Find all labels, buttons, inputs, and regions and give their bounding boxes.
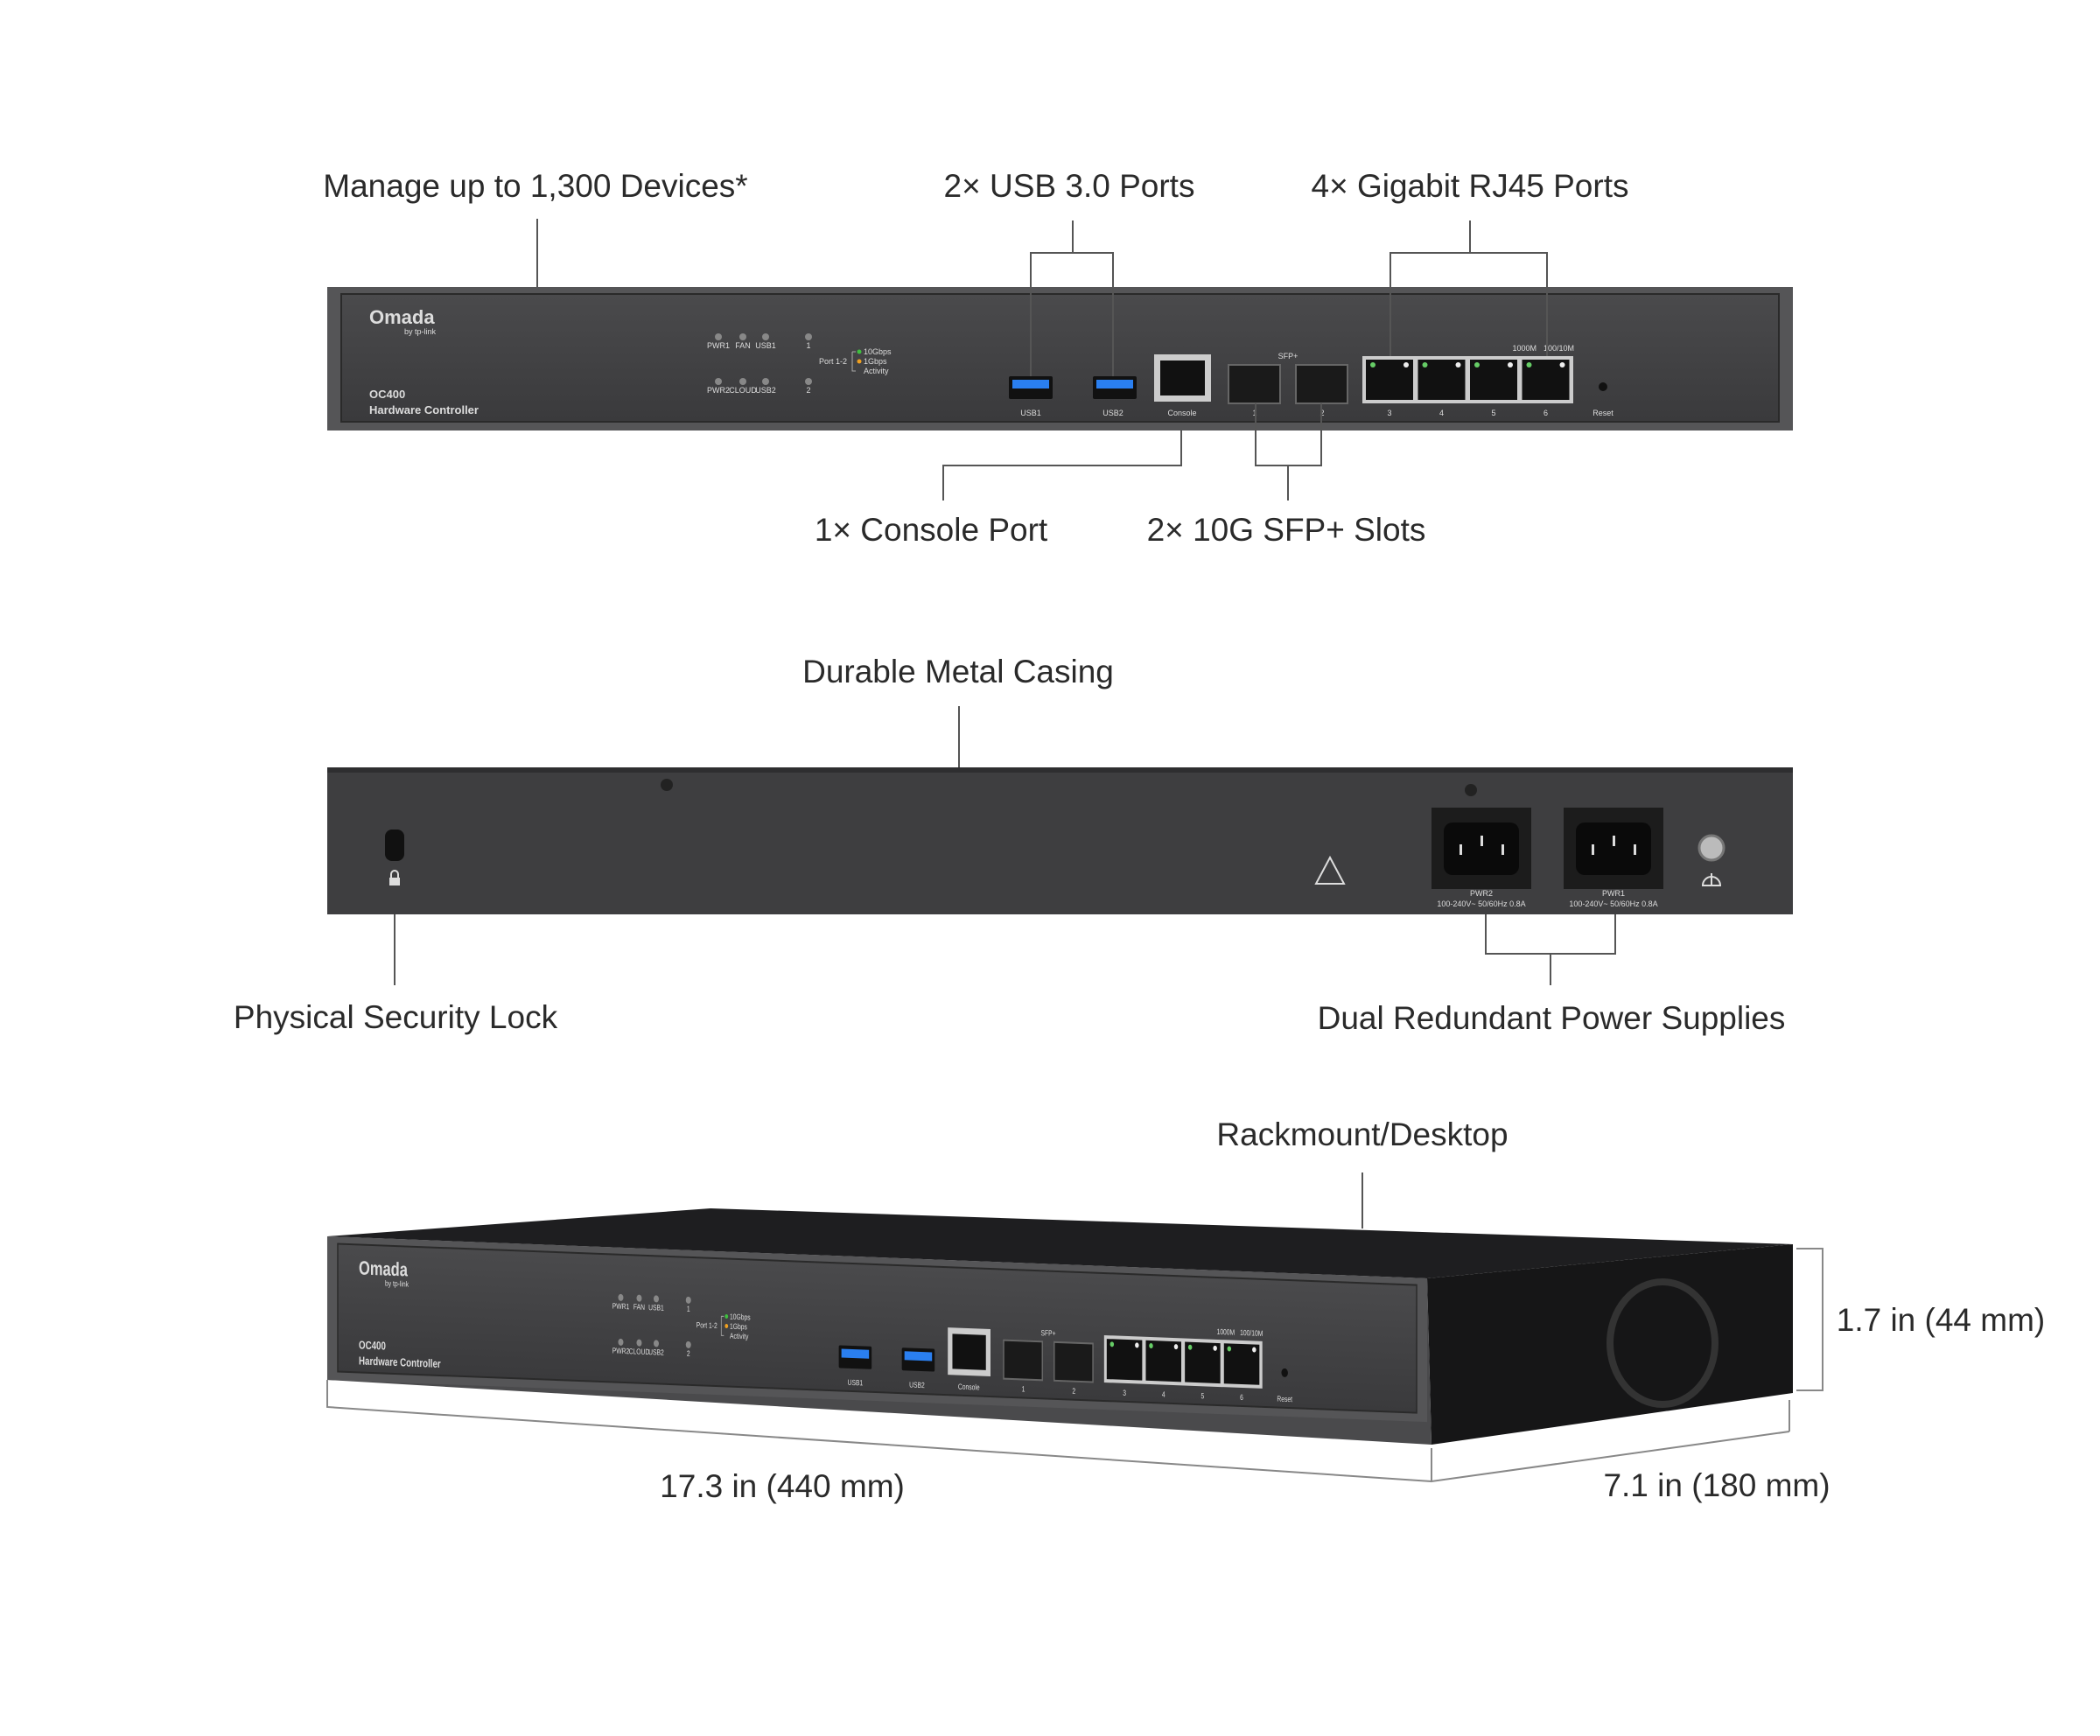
screw-icon <box>1465 784 1477 796</box>
warning-icon <box>1314 855 1346 885</box>
legend-1g: 1Gbps <box>864 357 887 366</box>
legend-1g-dot <box>857 359 862 364</box>
led-indicator <box>762 378 769 385</box>
label-depth: 7.1 in (180 mm) <box>1603 1467 1830 1503</box>
led-indicator <box>739 378 746 385</box>
reset-label: Reset <box>1592 409 1614 417</box>
rj45-port-label: 4 <box>1439 409 1444 417</box>
leader-lines <box>326 219 1824 1483</box>
label-security-lock: Physical Security Lock <box>233 999 558 1035</box>
label-rackmount: Rackmount/Desktop <box>1216 1116 1508 1152</box>
rj45-speed-b: 100/10M <box>1544 344 1574 353</box>
legend-port-label: Port 1-2 <box>819 357 847 366</box>
brand-logo: Omada <box>369 306 435 328</box>
port-led <box>1508 362 1513 368</box>
device-name-label: Hardware Controller <box>369 403 479 416</box>
label-console-port: 1× Console Port <box>814 512 1048 548</box>
led-label: FAN <box>735 341 751 350</box>
usb2-label: USB2 <box>1102 409 1124 417</box>
power-inlet-2: PWR2 100-240V~ 50/60Hz 0.8A <box>1432 808 1531 908</box>
label-height: 1.7 in (44 mm) <box>1836 1302 2046 1338</box>
legend-10g-dot <box>857 349 862 354</box>
rj45-port-label: 3 <box>1387 409 1391 417</box>
port-led <box>1404 362 1409 368</box>
port-led <box>1422 362 1428 368</box>
fan-vent-icon <box>1606 1278 1718 1408</box>
lock-icon <box>389 870 400 886</box>
led-indicator <box>762 333 769 340</box>
sfp1-slot: 1 <box>1228 364 1281 417</box>
console-label: Console <box>1167 409 1196 417</box>
pwr2-rating: 100-240V~ 50/60Hz 0.8A <box>1437 900 1525 908</box>
rj45-port-label: 5 <box>1491 409 1495 417</box>
security-lock-slot <box>385 830 404 861</box>
port-led <box>1474 362 1480 368</box>
label-manage-devices: Manage up to 1,300 Devices* <box>323 168 748 204</box>
led-indicator <box>715 333 722 340</box>
screw-icon <box>661 779 673 791</box>
model-label: OC400 <box>369 388 405 401</box>
port-led <box>1370 362 1376 368</box>
perspective-view <box>326 1208 1793 1445</box>
led-label: 1 <box>806 341 810 350</box>
led-indicator <box>715 378 722 385</box>
led-label: 2 <box>806 386 810 395</box>
pwr1-rating: 100-240V~ 50/60Hz 0.8A <box>1569 900 1657 908</box>
label-width: 17.3 in (440 mm) <box>660 1468 905 1504</box>
led-label: CLOUD <box>729 386 757 395</box>
rj45-port-label: 6 <box>1544 409 1548 417</box>
ground-screw-icon <box>1698 834 1726 862</box>
label-power-supplies: Dual Redundant Power Supplies <box>1317 1000 1786 1036</box>
rj45-speed-a: 1000M <box>1512 344 1536 353</box>
label-metal-casing: Durable Metal Casing <box>802 654 1114 690</box>
led-label: USB2 <box>755 386 776 395</box>
power-inlet-1: PWR1 100-240V~ 50/60Hz 0.8A <box>1564 808 1663 908</box>
led-indicator <box>805 333 812 340</box>
legend-10g: 10Gbps <box>864 347 892 356</box>
sfp2-slot: 2 <box>1295 364 1348 417</box>
usb1-port: USB1 <box>1009 376 1053 417</box>
legend-activity: Activity <box>864 367 889 375</box>
ground-icon <box>1701 873 1722 886</box>
device-top <box>327 1208 1793 1278</box>
pwr1-label: PWR1 <box>1602 889 1625 898</box>
sfp-title: SFP+ <box>1278 352 1298 360</box>
led-label: USB1 <box>755 341 776 350</box>
pwr2-label: PWR2 <box>1470 889 1493 898</box>
reset-button <box>1599 382 1607 391</box>
port-led <box>1526 362 1532 368</box>
rj45-ports: 3 4 5 6 <box>1366 360 1570 417</box>
rear-panel-view: PWR2 100-240V~ 50/60Hz 0.8A PWR1 100-240… <box>327 767 1793 914</box>
port-led <box>1559 362 1565 368</box>
led-label: PWR2 <box>707 386 730 395</box>
usb1-label: USB1 <box>1020 409 1041 417</box>
led-label: PWR1 <box>707 341 730 350</box>
port-legend: Port 1-2 10Gbps 1Gbps Activity <box>819 347 892 375</box>
label-rj45-ports: 4× Gigabit RJ45 Ports <box>1311 168 1629 204</box>
brand-sub: by tp-link <box>404 327 437 336</box>
console-port: Console <box>1154 354 1211 417</box>
label-usb-ports: 2× USB 3.0 Ports <box>943 168 1195 204</box>
port-led <box>1455 362 1461 368</box>
led-indicator <box>805 378 812 385</box>
label-sfp-slots: 2× 10G SFP+ Slots <box>1146 512 1426 548</box>
front-panel-view: Omada by tp-link OC400 Hardware Controll… <box>327 287 1793 430</box>
led-indicator <box>739 333 746 340</box>
usb2-port: USB2 <box>1093 376 1137 417</box>
